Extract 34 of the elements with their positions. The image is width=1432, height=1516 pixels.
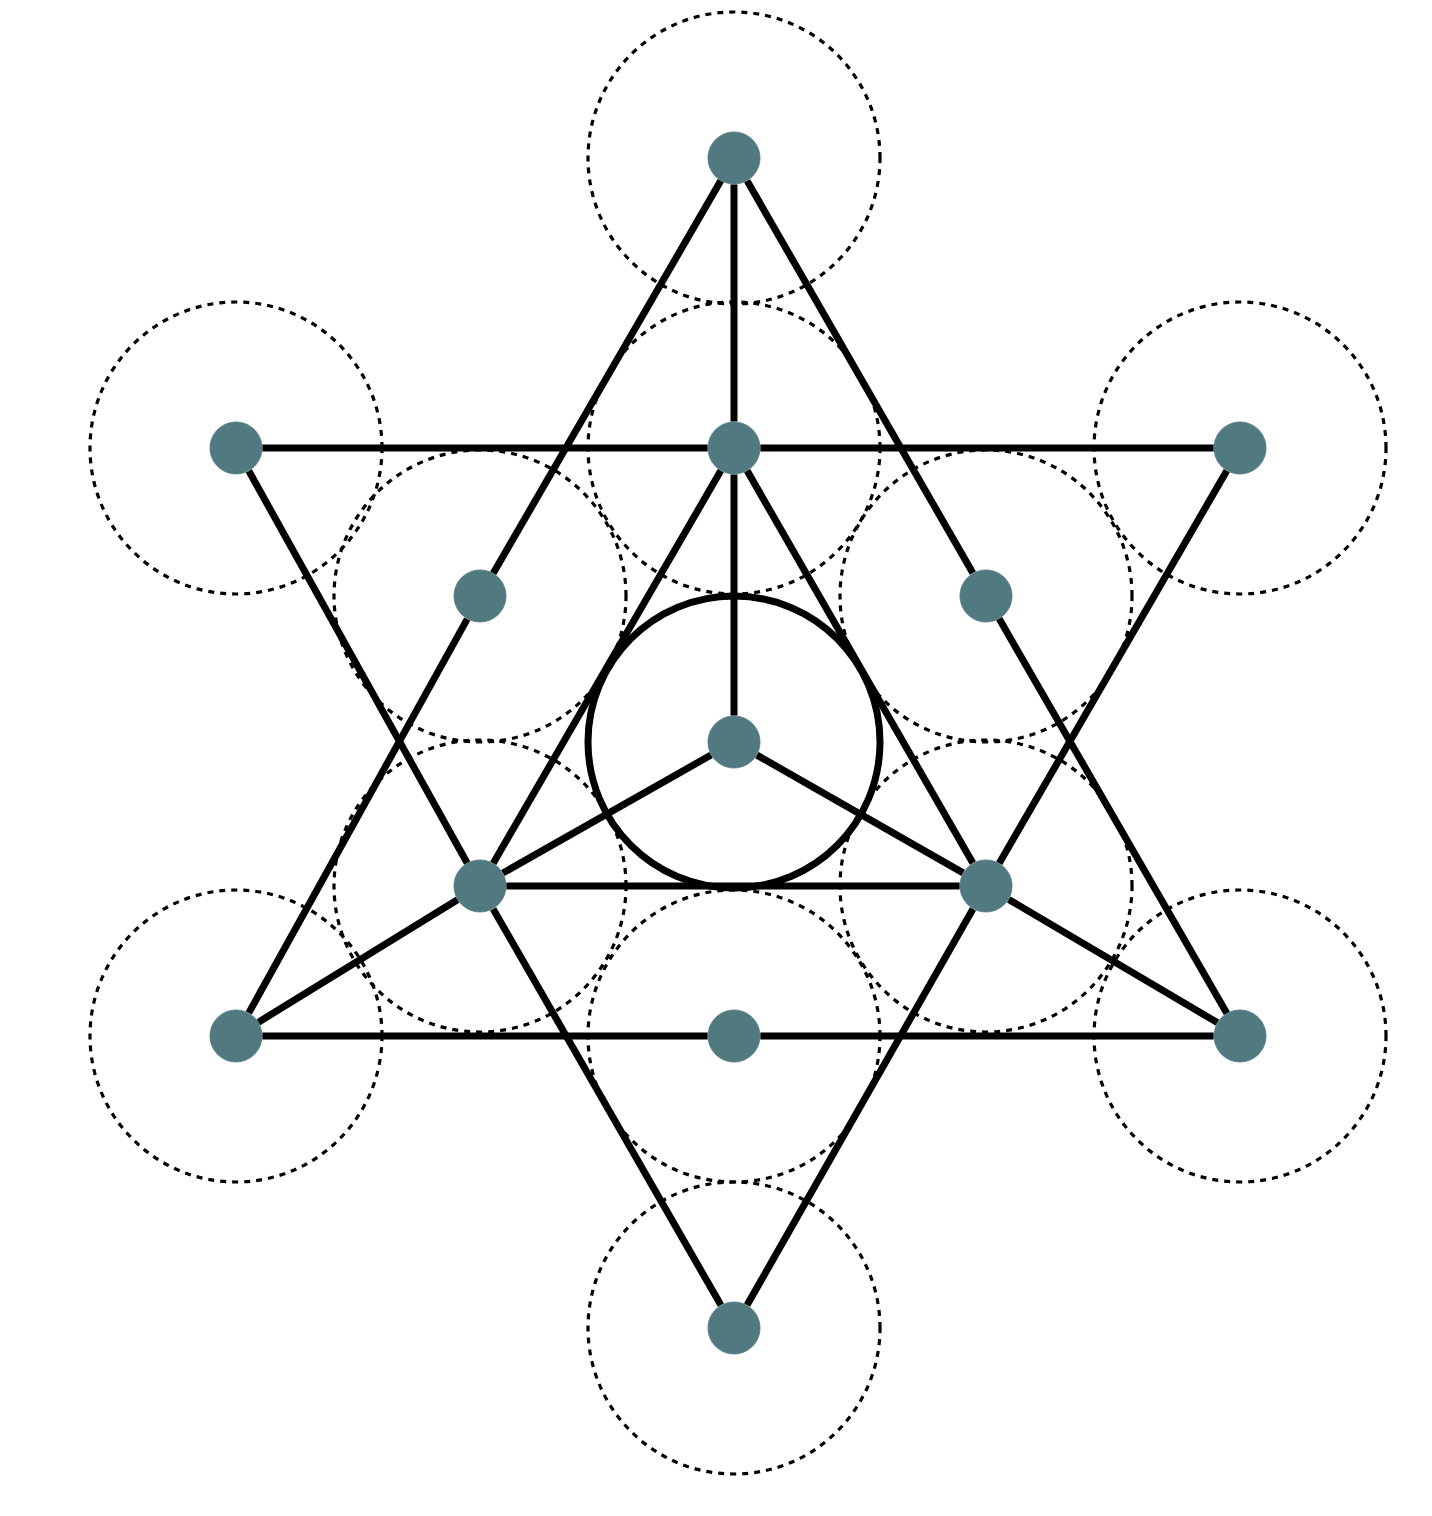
line [506, 882, 960, 890]
dot [707, 715, 761, 769]
dot [707, 1009, 761, 1063]
line [245, 617, 471, 1015]
dot [707, 1301, 761, 1355]
line [744, 179, 976, 575]
line [501, 751, 713, 877]
line [256, 896, 460, 1026]
line [996, 469, 1230, 865]
line [996, 617, 1230, 1015]
dot [707, 131, 761, 185]
line [262, 1032, 708, 1040]
line [755, 752, 965, 876]
line [1006, 896, 1220, 1026]
dot [209, 1009, 263, 1063]
line [760, 444, 1214, 452]
line [730, 474, 738, 716]
dot [453, 569, 507, 623]
dot [453, 859, 507, 913]
dot [707, 421, 761, 475]
dot [959, 569, 1013, 623]
dot [209, 421, 263, 475]
line [262, 444, 708, 452]
dot [959, 859, 1013, 913]
line [490, 469, 724, 865]
line [730, 184, 738, 422]
line [245, 469, 471, 865]
dot [1213, 1009, 1267, 1063]
line [760, 1032, 1214, 1040]
line [490, 179, 724, 575]
line [744, 907, 976, 1307]
line [490, 907, 724, 1307]
dot [1213, 421, 1267, 475]
line [744, 469, 976, 865]
